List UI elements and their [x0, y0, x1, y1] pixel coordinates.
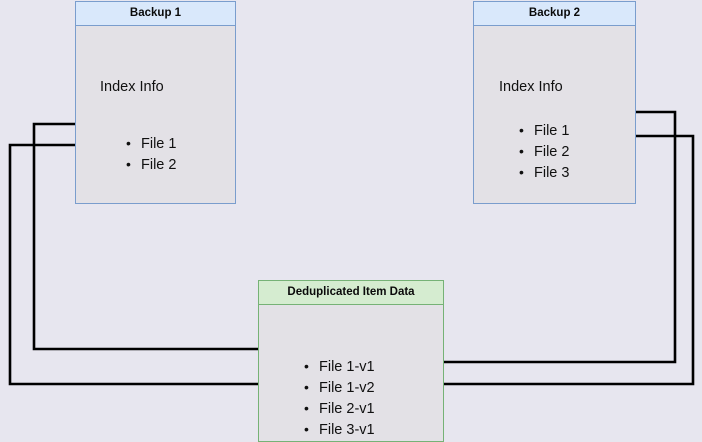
backup-1-body: Index Info File 1 File 2 [76, 26, 235, 203]
backup-2-file-list: File 1 File 2 File 3 [519, 120, 569, 184]
list-item: File 2-v1 [304, 398, 375, 420]
deduplicated-item-data-header: Deduplicated Item Data [259, 281, 443, 305]
backup-1-box[interactable]: Backup 1 Index Info File 1 File 2 [75, 1, 236, 204]
backup-2-body: Index Info File 1 File 2 File 3 [474, 26, 635, 203]
list-item: File 2 [126, 154, 176, 176]
backup-2-index-info-label: Index Info [499, 79, 563, 95]
backup-2-header: Backup 2 [474, 2, 635, 26]
list-item: File 3-v1 [304, 419, 375, 441]
deduplicated-file-list: File 1-v1 File 1-v2 File 2-v1 File 3-v1 [304, 356, 375, 441]
list-item: File 3 [519, 162, 569, 184]
list-item: File 1-v2 [304, 377, 375, 399]
list-item: File 1 [126, 133, 176, 155]
list-item: File 1-v1 [304, 356, 375, 378]
deduplicated-item-data-box[interactable]: Deduplicated Item Data File 1-v1 File 1-… [258, 280, 444, 442]
list-item: File 2 [519, 141, 569, 163]
backup-1-header: Backup 1 [76, 2, 235, 26]
backup-1-index-info-label: Index Info [100, 79, 164, 95]
deduplicated-item-data-body: File 1-v1 File 1-v2 File 2-v1 File 3-v1 [259, 305, 443, 441]
backup-1-file-list: File 1 File 2 [126, 133, 176, 176]
list-item: File 1 [519, 120, 569, 142]
backup-2-box[interactable]: Backup 2 Index Info File 1 File 2 File 3 [473, 1, 636, 204]
